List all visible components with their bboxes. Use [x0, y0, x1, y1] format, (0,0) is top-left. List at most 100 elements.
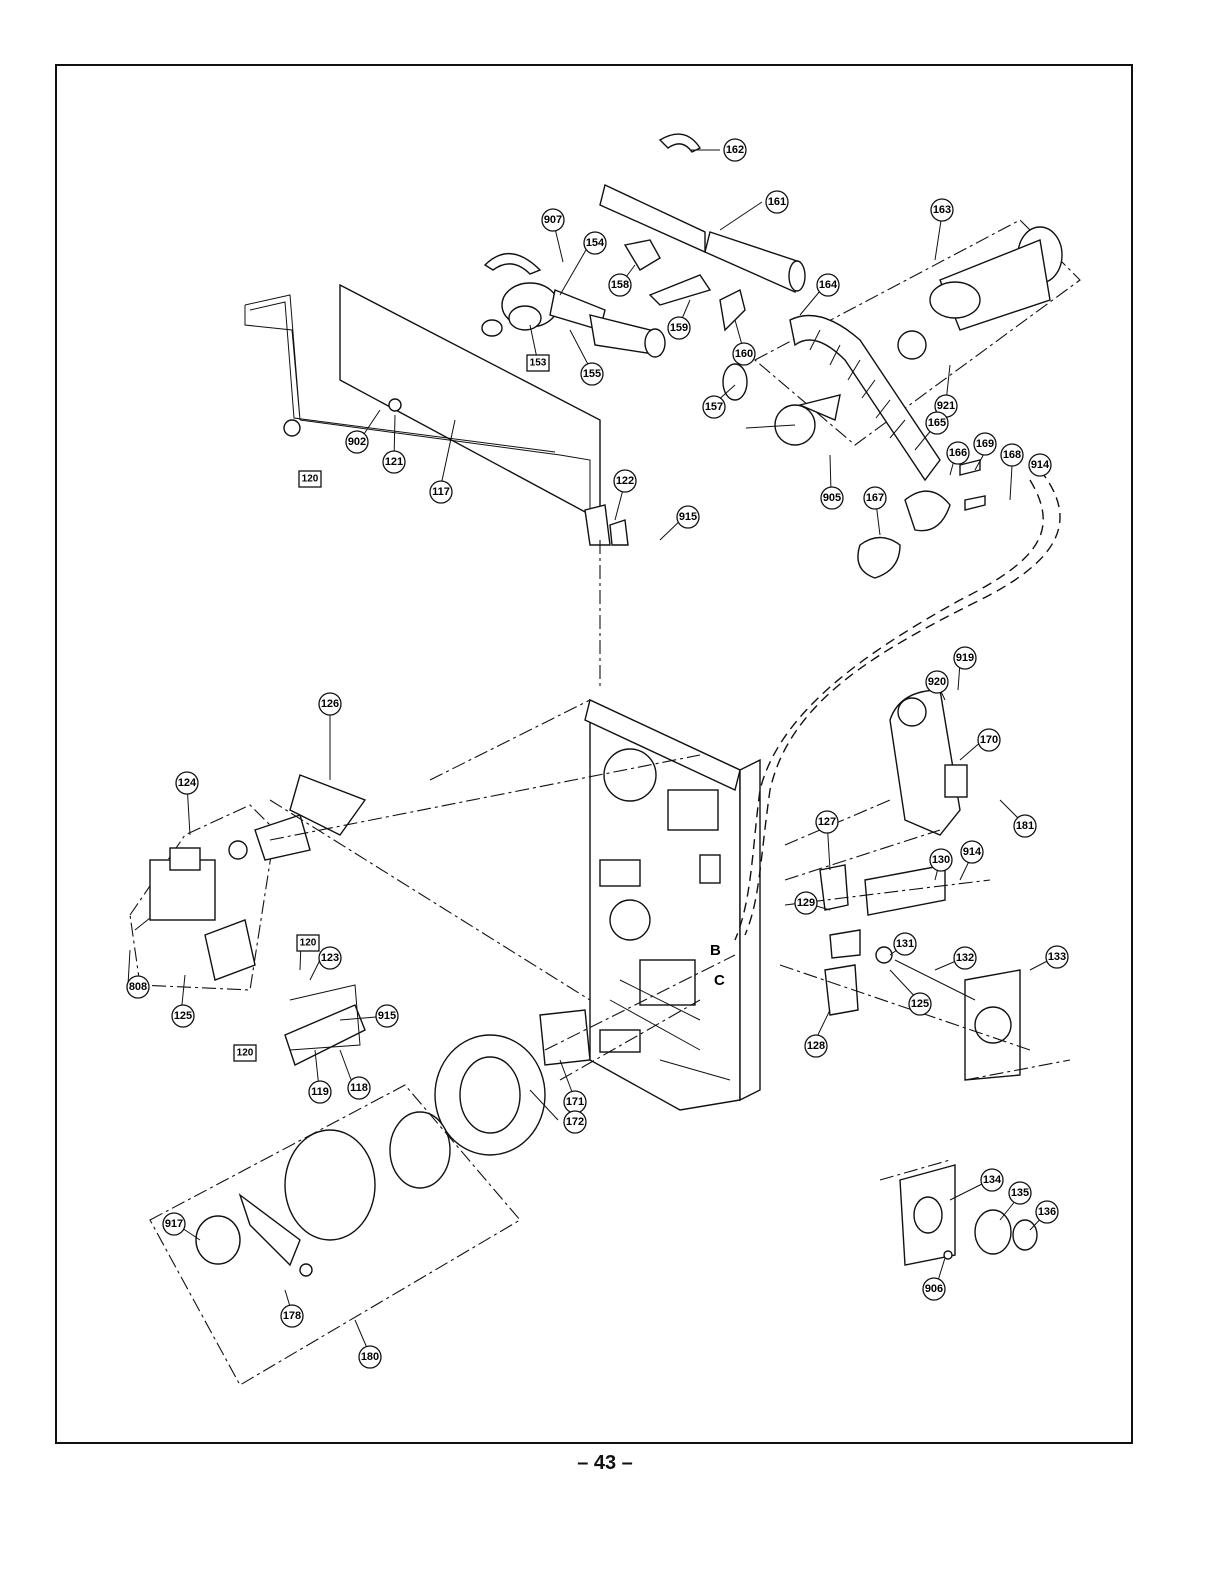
callout-153-box: 153 [526, 354, 550, 372]
callout-118: 118 [347, 1076, 371, 1100]
callout-122: 122 [613, 469, 637, 493]
callout-919: 919 [953, 646, 977, 670]
callout-907: 907 [541, 208, 565, 232]
flue-adaptor-assembly [722, 219, 1081, 579]
callout-129: 129 [794, 891, 818, 915]
callout-125-right: 125 [908, 992, 932, 1016]
svg-text:906: 906 [925, 1283, 943, 1295]
svg-text:128: 128 [807, 1040, 825, 1052]
callout-121: 121 [382, 450, 406, 474]
svg-text:914: 914 [1031, 459, 1050, 471]
svg-text:915: 915 [378, 1010, 396, 1022]
fan-assembly [149, 954, 736, 1386]
svg-text:178: 178 [283, 1310, 301, 1322]
callout-128: 128 [804, 1034, 828, 1058]
callout-120-box-mid: 120 [296, 934, 320, 952]
svg-text:123: 123 [321, 952, 339, 964]
svg-text:133: 133 [1048, 951, 1066, 963]
svg-text:170: 170 [980, 734, 998, 746]
svg-text:920: 920 [928, 676, 946, 688]
flue-pipe-assembly [481, 133, 806, 358]
callout-159: 159 [667, 316, 691, 340]
svg-text:132: 132 [956, 952, 974, 964]
svg-text:169: 169 [976, 438, 994, 450]
svg-text:135: 135 [1011, 1187, 1029, 1199]
svg-text:125: 125 [174, 1010, 192, 1022]
callout-902: 902 [345, 430, 369, 454]
plate-assembly [879, 1159, 1038, 1266]
svg-text:154: 154 [586, 237, 605, 249]
callout-160: 160 [732, 342, 756, 366]
callout-181: 181 [1013, 814, 1037, 838]
callout-168: 168 [1000, 443, 1024, 467]
svg-text:163: 163 [933, 204, 951, 216]
callout-135: 135 [1008, 1181, 1032, 1205]
callout-leaders [127, 149, 1056, 1356]
svg-text:160: 160 [735, 348, 753, 360]
callout-915-top: 915 [676, 505, 700, 529]
callout-167: 167 [863, 486, 887, 510]
flexible-hose-line-2 [734, 479, 1044, 941]
svg-text:162: 162 [726, 144, 744, 156]
callout-180: 180 [358, 1345, 382, 1369]
svg-text:917: 917 [165, 1218, 183, 1230]
gas-valve-assembly [129, 754, 701, 1066]
callout-166: 166 [946, 441, 970, 465]
svg-text:919: 919 [956, 652, 974, 664]
page-number: – 43 – [577, 1452, 633, 1474]
callout-132: 132 [953, 946, 977, 970]
svg-text:125: 125 [911, 998, 929, 1010]
callout-133: 133 [1045, 945, 1069, 969]
callout-154: 154 [583, 231, 607, 255]
svg-text:121: 121 [385, 456, 403, 468]
callout-130: 130 [929, 848, 953, 872]
svg-text:915: 915 [679, 511, 697, 523]
callout-155: 155 [580, 362, 604, 386]
svg-text:120: 120 [237, 1048, 254, 1059]
svg-text:905: 905 [823, 492, 841, 504]
svg-text:180: 180 [361, 1351, 379, 1363]
svg-text:161: 161 [768, 196, 786, 208]
callout-172: 172 [563, 1110, 587, 1134]
callout-914-top: 914 [1028, 453, 1052, 477]
svg-text:120: 120 [302, 474, 319, 485]
svg-text:122: 122 [616, 475, 634, 487]
callout-119: 119 [308, 1080, 332, 1104]
svg-text:130: 130 [932, 854, 950, 866]
svg-text:119: 119 [311, 1086, 329, 1098]
svg-text:921: 921 [937, 400, 955, 412]
svg-text:126: 126 [321, 698, 339, 710]
svg-text:155: 155 [583, 368, 601, 380]
callout-165: 165 [925, 411, 949, 435]
callout-162: 162 [723, 138, 747, 162]
callout-117: 117 [429, 480, 453, 504]
callout-906: 906 [922, 1277, 946, 1301]
svg-text:165: 165 [928, 417, 946, 429]
callout-134: 134 [980, 1168, 1004, 1192]
callout-917: 917 [162, 1212, 186, 1236]
svg-text:153: 153 [530, 358, 547, 369]
svg-text:172: 172 [566, 1116, 584, 1128]
callout-169: 169 [973, 432, 997, 456]
callout-157: 157 [702, 395, 726, 419]
svg-text:808: 808 [129, 981, 147, 993]
callout-131: 131 [893, 932, 917, 956]
callout-915-left: 915 [375, 1004, 399, 1028]
svg-text:168: 168 [1003, 449, 1021, 461]
callout-120-box-bottom: 120 [233, 1044, 257, 1062]
svg-text:914: 914 [963, 846, 982, 858]
svg-text:127: 127 [818, 816, 836, 828]
svg-text:166: 166 [949, 447, 967, 459]
callout-163: 163 [930, 198, 954, 222]
callout-126: 126 [318, 692, 342, 716]
callout-921: 921 [934, 394, 958, 418]
callout-120-box-top: 120 [298, 470, 322, 488]
callout-178: 178 [280, 1304, 304, 1328]
svg-text:117: 117 [432, 486, 450, 498]
callout-136: 136 [1035, 1200, 1059, 1224]
svg-text:157: 157 [705, 401, 723, 413]
svg-text:159: 159 [670, 322, 688, 334]
callout-905: 905 [820, 486, 844, 510]
svg-text:131: 131 [896, 938, 914, 950]
